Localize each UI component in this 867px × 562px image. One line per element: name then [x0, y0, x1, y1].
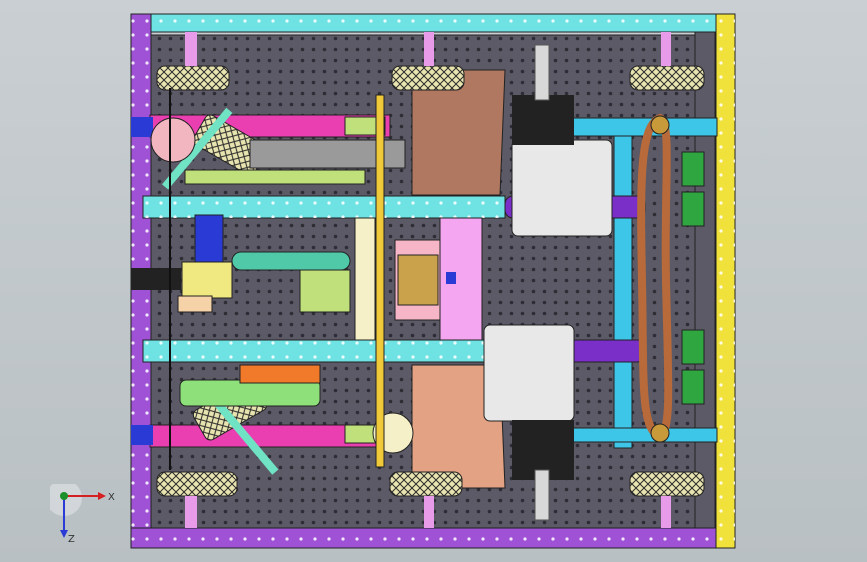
belt-pulley-bottom — [650, 423, 670, 443]
wheel-top-right — [629, 32, 705, 91]
wheel-bottom-right — [629, 471, 705, 528]
wheel-top-left — [156, 32, 230, 91]
belt-pulley-top — [650, 115, 670, 135]
wheel-bottom-middle — [389, 471, 463, 528]
axis-triad: X Z — [50, 484, 115, 544]
frame-rail-bottom-holes — [131, 528, 735, 548]
yellow-block — [181, 261, 233, 299]
pneumatic-cylinder — [231, 251, 351, 271]
black-bracket — [131, 268, 181, 290]
inner-rail-cyan-1 — [613, 117, 633, 449]
wheel-bottom-left — [156, 471, 238, 528]
flap-lower — [411, 364, 506, 489]
pink-disc-upper — [150, 117, 196, 163]
axis-z-label: Z — [68, 534, 75, 544]
cream-post — [354, 217, 376, 341]
inner-rail-right — [694, 31, 716, 529]
frame-rail-top-holes — [151, 14, 719, 32]
wheel-top-middle — [391, 32, 465, 91]
green-bar-upper — [184, 169, 366, 185]
motor-upper — [511, 139, 613, 237]
green-box — [299, 269, 351, 313]
flap-upper — [411, 69, 506, 196]
motor-shaft-bottom — [534, 469, 550, 521]
cross-beam-upper-holes — [143, 196, 505, 218]
axis-x-label: X — [108, 492, 115, 503]
blue-block-lower — [131, 425, 153, 445]
pcb-2 — [681, 191, 705, 227]
yellow-post — [375, 94, 385, 468]
center-servo — [397, 254, 439, 306]
center-chip — [446, 272, 456, 284]
frame-rail-right-holes — [716, 14, 735, 548]
green-bracket-upper — [344, 116, 386, 136]
blue-block-upper — [131, 117, 153, 137]
pcb-1 — [681, 151, 705, 187]
motor-upper-can — [512, 95, 574, 145]
pcb-3 — [681, 329, 705, 365]
peach-gear — [177, 295, 213, 313]
blue-cylinder — [194, 214, 224, 266]
pcb-4 — [681, 369, 705, 405]
cross-beam-lower-holes — [143, 340, 505, 362]
orange-block-lower — [239, 364, 321, 384]
motor-lower — [483, 324, 575, 422]
cross-rail-lower — [571, 427, 718, 443]
angled-rod-upper — [162, 107, 233, 190]
green-bar-lower — [179, 379, 321, 407]
motor-shaft-top — [534, 44, 550, 101]
angled-rod-lower — [208, 392, 279, 475]
